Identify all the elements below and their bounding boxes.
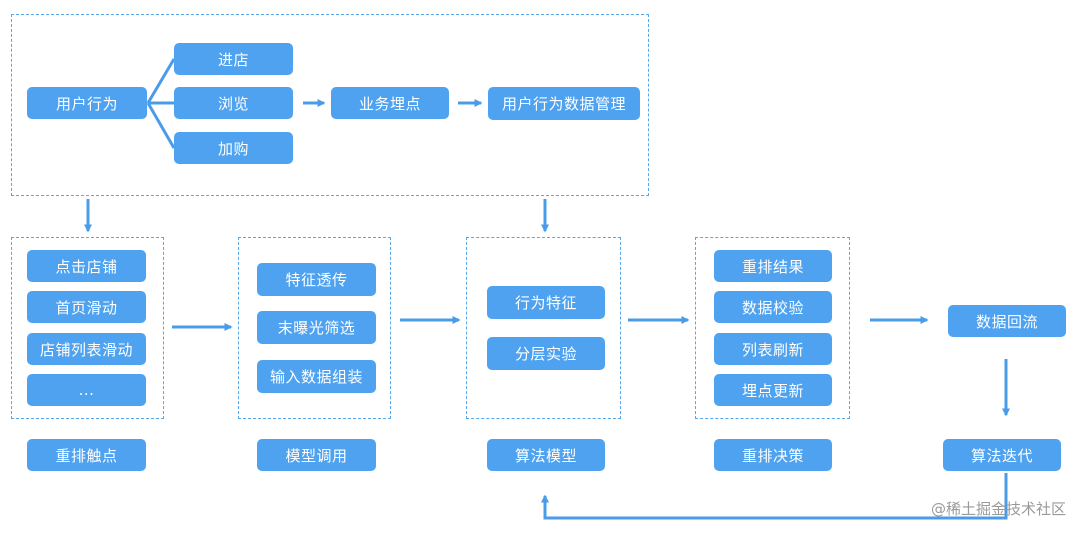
connector-user-to-enter xyxy=(146,58,176,104)
algo-model-group xyxy=(466,237,621,419)
node-browse: 浏览 xyxy=(174,87,293,119)
node-algo-iteration: 算法迭代 xyxy=(943,439,1061,471)
node-unexposed-filter: 末曝光筛选 xyxy=(257,311,376,344)
watermark: @稀土掘金技术社区 xyxy=(930,500,1066,518)
node-home-scroll: 首页滑动 xyxy=(27,291,146,323)
node-click-store: 点击店铺 xyxy=(27,250,146,282)
node-behavior-features: 行为特征 xyxy=(487,286,605,319)
node-tracking-update: 埋点更新 xyxy=(714,374,832,406)
label-rerank-decision: 重排决策 xyxy=(714,439,832,471)
node-layered-experiment: 分层实验 xyxy=(487,337,605,370)
label-algo-model: 算法模型 xyxy=(487,439,605,471)
node-input-assembly: 输入数据组装 xyxy=(257,360,376,393)
model-call-group xyxy=(238,237,391,419)
node-data-backflow: 数据回流 xyxy=(948,305,1066,337)
user-behavior-group xyxy=(11,14,649,196)
node-rerank-result: 重排结果 xyxy=(714,250,832,282)
trigger-group xyxy=(11,237,164,419)
node-feature-passthrough: 特征透传 xyxy=(257,263,376,296)
node-enter-store: 进店 xyxy=(174,43,293,75)
node-ellipsis: ... xyxy=(27,374,146,406)
node-store-list-scroll: 店铺列表滑动 xyxy=(27,333,146,365)
node-user-behavior: 用户行为 xyxy=(27,87,147,119)
node-add-to-cart: 加购 xyxy=(174,132,293,164)
rerank-decision-group xyxy=(695,237,850,419)
label-rerank-trigger: 重排触点 xyxy=(27,439,146,471)
label-model-call: 模型调用 xyxy=(257,439,376,471)
node-behavior-data-mgmt: 用户行为数据管理 xyxy=(488,87,640,120)
node-list-refresh: 列表刷新 xyxy=(714,333,832,365)
node-biz-tracking: 业务埋点 xyxy=(331,87,449,119)
node-data-verify: 数据校验 xyxy=(714,291,832,323)
connector-user-to-cart xyxy=(146,102,176,149)
arrow-iteration-to-algo-model xyxy=(541,473,1008,520)
